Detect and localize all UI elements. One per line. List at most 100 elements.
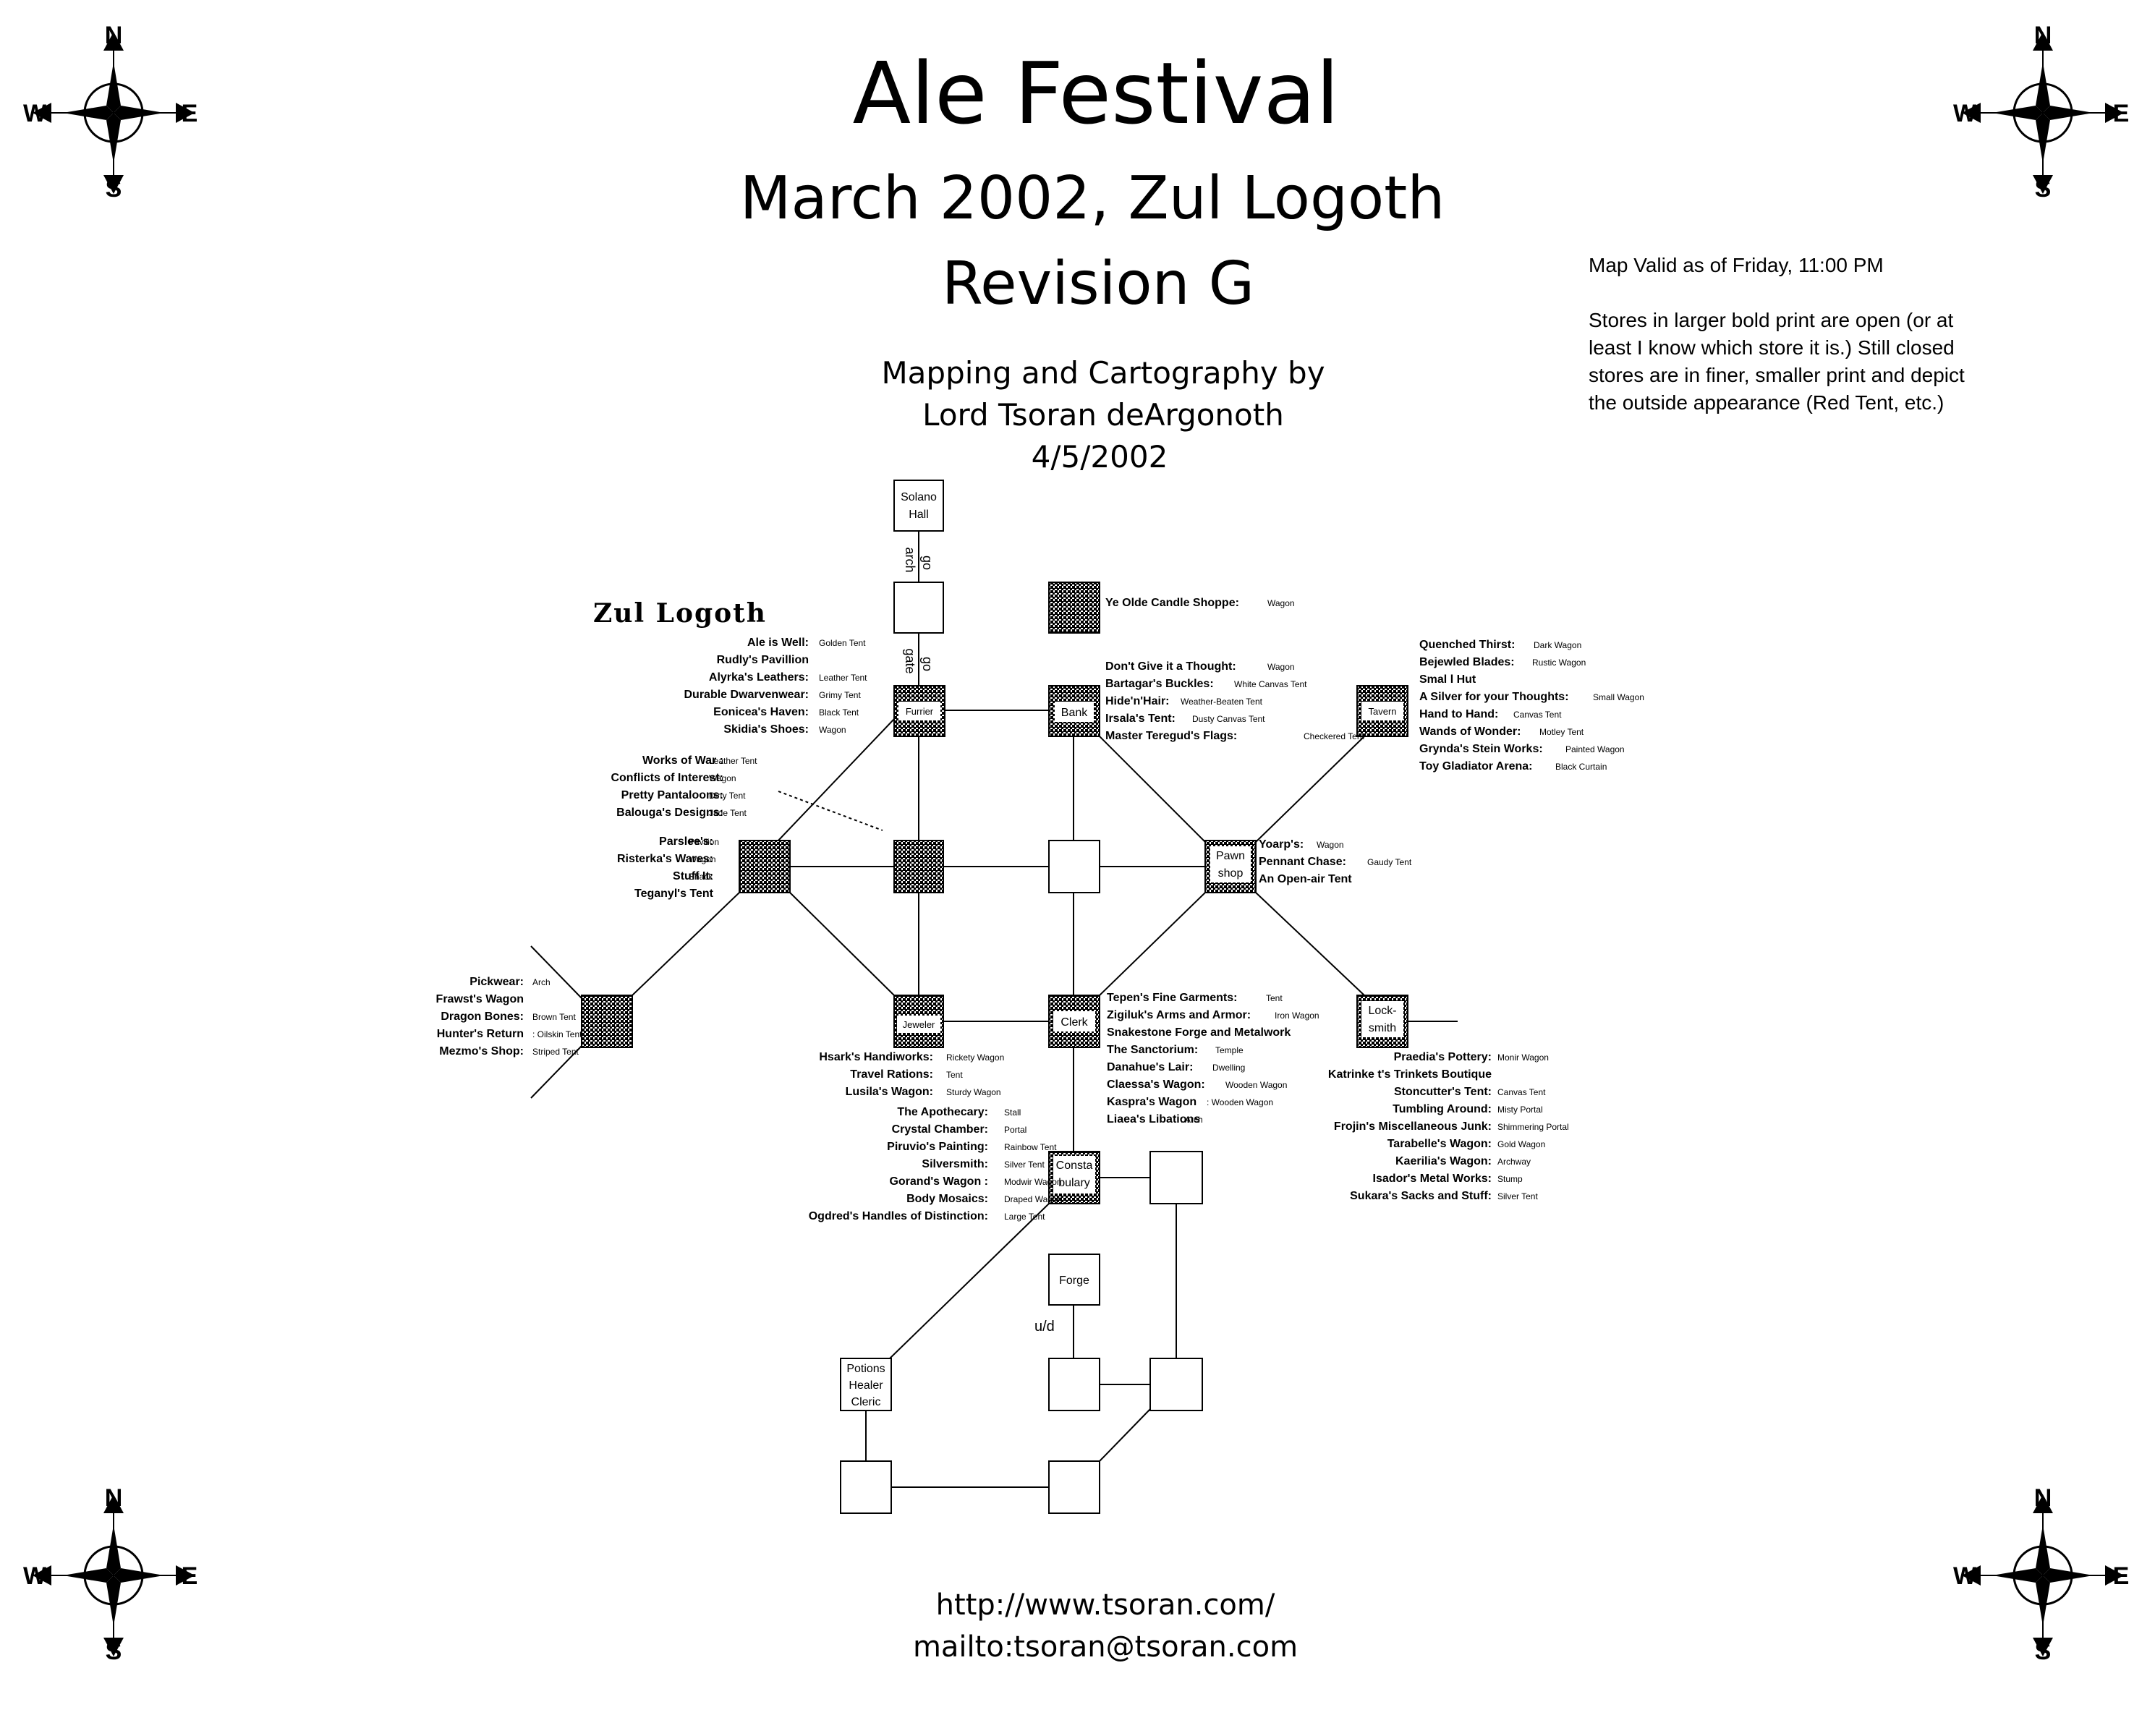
room-center-west[interactable] <box>893 840 944 893</box>
room-forge[interactable]: Forge <box>1048 1254 1100 1306</box>
room-gate[interactable] <box>893 582 944 634</box>
credit-date: 4/5/2002 <box>1032 439 1168 475</box>
store-name: Grynda's Stein Works: <box>1419 743 1543 755</box>
room-connections <box>530 531 1458 1488</box>
store-name: Kaspra's Wagon <box>1107 1096 1196 1108</box>
store-appearance: : Wooden Wagon <box>1207 1097 1273 1107</box>
room-pickwear[interactable] <box>581 995 633 1048</box>
store-name: Don't Give it a Thought: <box>1105 660 1236 673</box>
store-name: The Apothecary: <box>897 1106 988 1118</box>
room-constabulary[interactable]: Consta bulary <box>1048 1151 1100 1204</box>
store-name: Tarabelle's Wagon: <box>1387 1138 1492 1150</box>
store-appearance: Modwir Wagon <box>1004 1177 1062 1187</box>
compass-rose-bottom-right: N S W E <box>1953 1484 2129 1665</box>
store-appearance: Gold Wagon <box>1497 1139 1545 1149</box>
store-name: Works of War : <box>642 754 723 767</box>
compass-s: S <box>2035 1638 2052 1665</box>
room-east-of-constabulary[interactable] <box>1149 1151 1203 1204</box>
store-appearance: Rickety Wagon <box>946 1052 1004 1063</box>
room-solano-hall[interactable]: Solano Hall <box>893 480 944 532</box>
store-appearance: Dirty Tent <box>709 791 746 801</box>
room-center[interactable] <box>1048 840 1100 893</box>
store-appearance: Tent <box>946 1070 963 1080</box>
store-name: Pickwear: <box>469 976 524 988</box>
store-appearance: Iron Wagon <box>1275 1010 1319 1021</box>
store-name: Stuff It: <box>673 870 713 882</box>
compass-w: W <box>1953 100 1977 127</box>
store-appearance: White Canvas Tent <box>1234 679 1307 689</box>
store-name: Liaea's Libations <box>1107 1113 1200 1126</box>
store-name: Wands of Wonder: <box>1419 726 1521 738</box>
room-label: Tavern <box>1368 706 1396 717</box>
room-label: Cleric <box>851 1396 881 1408</box>
store-name: Hunter's Return <box>437 1028 524 1040</box>
room-label: Jeweler <box>903 1019 935 1030</box>
store-name: Durable Dwarvenwear: <box>684 689 809 701</box>
store-name: Pennant Chase: <box>1259 856 1346 868</box>
compass-w: W <box>23 1562 47 1590</box>
room-potions-healer-cleric[interactable]: Potions Healer Cleric <box>840 1358 892 1411</box>
room-clerk[interactable]: Clerk <box>1048 995 1100 1048</box>
store-name: Pretty Pantaloons: <box>621 789 723 801</box>
room-parslee[interactable] <box>739 840 791 893</box>
store-appearance: Wagon <box>689 854 716 864</box>
compass-s: S <box>106 175 122 203</box>
store-appearance: Archway <box>1497 1157 1531 1167</box>
store-appearance: Sturdy Wagon <box>946 1087 1001 1097</box>
room-below-forge[interactable] <box>1048 1358 1100 1411</box>
valid-note: Map Valid as of Friday, 11:00 PM <box>1589 254 1884 276</box>
compass-e: E <box>182 1562 198 1590</box>
store-name: Risterka's Wares: <box>617 853 713 865</box>
compass-s: S <box>106 1638 122 1665</box>
store-name: Kaerilia's Wagon: <box>1395 1155 1492 1167</box>
room-candle-shoppe[interactable] <box>1048 582 1100 634</box>
map-title: Ale Festival <box>852 43 1339 143</box>
store-appearance: Jade Tent <box>709 808 747 818</box>
store-name: Yoarp's: <box>1259 838 1304 851</box>
room-south-west[interactable] <box>840 1460 892 1514</box>
room-south[interactable] <box>1048 1460 1100 1514</box>
store-name: Hide'n'Hair: <box>1105 695 1170 707</box>
compass-e: E <box>182 100 198 127</box>
room-jeweler[interactable]: Jeweler <box>893 995 944 1048</box>
store-name: Praedia's Pottery: <box>1394 1051 1492 1063</box>
store-appearance: Golden Tent <box>819 638 866 648</box>
compass-e: E <box>2113 1562 2130 1590</box>
room-southeast[interactable] <box>1149 1358 1203 1411</box>
exit-arch: arch <box>903 547 917 572</box>
legend-line-3: stores are in finer, smaller print and d… <box>1589 364 1965 386</box>
store-appearance: Canvas Tent <box>1513 710 1562 720</box>
credit-author: Lord Tsoran deArgonoth <box>922 397 1284 433</box>
room-pawn-shop[interactable]: Pawn shop <box>1204 840 1257 893</box>
store-appearance: Leather Tent <box>709 756 757 766</box>
store-appearance: Dusty Canvas Tent <box>1192 714 1265 724</box>
area-label-zul-logoth: Zul Logoth <box>593 598 767 629</box>
store-appearance: Temple <box>1215 1045 1244 1055</box>
store-name: Snakestone Forge and Metalwork <box>1107 1026 1291 1039</box>
room-bank[interactable]: Bank <box>1048 685 1100 737</box>
room-label: Bank <box>1061 707 1088 719</box>
store-appearance: Dwelling <box>1212 1063 1245 1073</box>
store-appearance: Wagon <box>709 773 736 783</box>
compass-rose-bottom-left: N S W E <box>23 1484 197 1665</box>
store-name: Smal l Hut <box>1419 673 1476 686</box>
store-desc: Wagon <box>1267 598 1295 608</box>
store-appearance: Wooden Wagon <box>1225 1080 1287 1090</box>
room-label: Pawn <box>1216 850 1245 862</box>
store-appearance: Dark Wagon <box>1534 640 1581 650</box>
store-appearance: Gaudy Tent <box>1367 857 1412 867</box>
footer-mail[interactable]: mailto:tsoran@tsoran.com <box>913 1630 1298 1664</box>
store-name: Teganyl's Tent <box>634 888 714 900</box>
compass-rose-top-left: N S W E <box>23 22 197 203</box>
footer-url[interactable]: http://www.tsoran.com/ <box>936 1588 1275 1622</box>
store-appearance: Tent <box>1266 993 1283 1003</box>
room-locksmith[interactable]: Lock- smith <box>1356 995 1408 1048</box>
store-appearance: Canvas Tent <box>1497 1087 1546 1097</box>
room-furrier[interactable]: Furrier <box>893 685 945 737</box>
room-tavern[interactable]: Tavern <box>1356 685 1408 737</box>
